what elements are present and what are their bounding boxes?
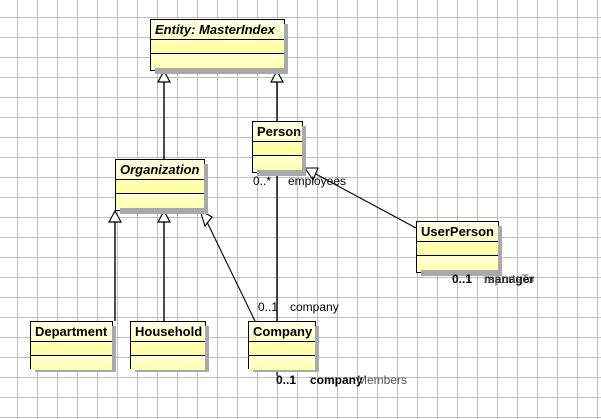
edge-label-companymembers-multiplicity: 0..1: [276, 373, 297, 387]
class-attributes-compartment: [131, 342, 205, 356]
class-operations-compartment: [417, 256, 498, 270]
generalization-department-to-organization: [107, 209, 123, 321]
class-operations-compartment: [31, 356, 112, 370]
class-operations-compartment: [249, 356, 315, 370]
class-box-organization[interactable]: Organization: [115, 159, 208, 214]
edge-label-companymembers-role-company: company: [310, 373, 363, 387]
class-name-person: Person: [253, 122, 302, 142]
class-operations-compartment: [131, 356, 205, 370]
class-attributes-compartment: [31, 342, 112, 356]
class-attributes-compartment: [116, 180, 204, 194]
edge-label-reportsto-role-manager: manager: [484, 272, 535, 286]
class-box-company[interactable]: Company: [248, 321, 319, 372]
class-box-person[interactable]: Person: [252, 121, 306, 176]
class-name-company: Company: [249, 322, 315, 342]
generalization-company-to-organization: [199, 208, 256, 322]
edge-label-reportsto-multiplicity: 0..1: [452, 272, 473, 286]
class-box-household[interactable]: Household: [130, 321, 209, 372]
class-name-entity-masterindex: Entity: MasterIndex: [151, 20, 284, 40]
generalization-household-to-organization: [156, 209, 172, 321]
edge-label-company-role: company: [290, 300, 339, 314]
class-operations-compartment: [116, 194, 204, 208]
edge-label-reportsto-role-reportsto: reportsTo: [484, 272, 535, 286]
generalization-organization-to-masterindex: [156, 69, 172, 159]
class-attributes-compartment: [151, 40, 284, 54]
class-box-entity-masterindex[interactable]: Entity: MasterIndex: [150, 19, 288, 74]
class-name-organization: Organization: [116, 160, 204, 180]
class-name-department: Department: [31, 322, 112, 342]
class-operations-compartment: [151, 54, 284, 68]
class-attributes-compartment: [417, 242, 498, 256]
class-box-userperson[interactable]: UserPerson: [416, 221, 502, 276]
class-name-household: Household: [131, 322, 205, 342]
class-attributes-compartment: [253, 142, 302, 156]
generalization-person-to-masterindex: [269, 69, 285, 121]
edge-label-companymembers-role-members: Members: [357, 373, 408, 387]
class-operations-compartment: [253, 156, 302, 170]
edge-label-employees-multiplicity: 0..*: [253, 174, 272, 188]
edge-label-company-multiplicity: 0..1: [258, 300, 279, 314]
class-attributes-compartment: [249, 342, 315, 356]
class-name-userperson: UserPerson: [417, 222, 498, 242]
edge-label-employees-role: employees: [288, 174, 347, 188]
class-box-department[interactable]: Department: [30, 321, 116, 372]
